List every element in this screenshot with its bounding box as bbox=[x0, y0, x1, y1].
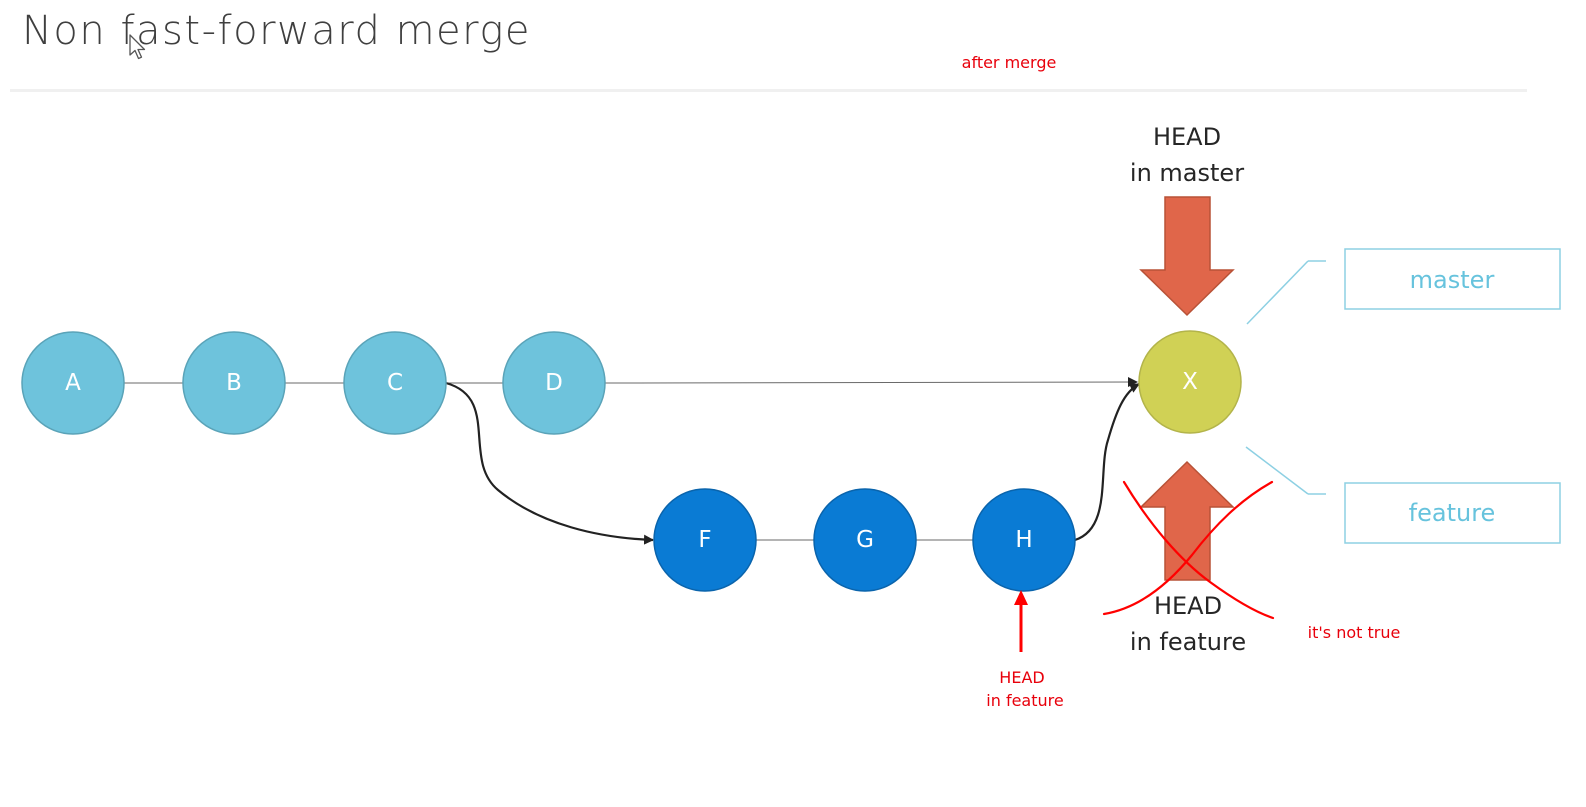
commit-d-label: D bbox=[545, 370, 563, 396]
feature-branch-box[interactable] bbox=[1344, 482, 1561, 544]
head-master-arrow-icon bbox=[1139, 196, 1235, 317]
head-feature-arrow-icon bbox=[1139, 460, 1235, 581]
head-feature-note-line2: in feature bbox=[986, 691, 1063, 710]
commit-b-label: B bbox=[226, 370, 242, 396]
commit-h-label: H bbox=[1015, 527, 1032, 553]
commit-g-label: G bbox=[856, 527, 874, 553]
mouse-cursor-icon bbox=[129, 34, 146, 60]
head-feature-red-arrow-icon bbox=[1014, 590, 1028, 605]
commit-d[interactable]: D bbox=[502, 331, 606, 435]
head-feature-line2: in feature bbox=[1130, 628, 1246, 656]
after-merge-note: after merge bbox=[962, 53, 1057, 72]
slide-title: Non fast-forward merge bbox=[22, 8, 532, 54]
commit-f-label: F bbox=[698, 527, 711, 553]
head-master-line1: HEAD bbox=[1153, 123, 1221, 151]
commit-f[interactable]: F bbox=[653, 488, 757, 592]
edge-c-f bbox=[445, 381, 654, 545]
master-branch-box[interactable] bbox=[1344, 248, 1561, 310]
commit-x[interactable]: X bbox=[1138, 330, 1242, 434]
commit-a-label: A bbox=[65, 370, 81, 396]
edge-h-x bbox=[1074, 383, 1140, 542]
feature-callout-line bbox=[1245, 446, 1309, 495]
feature-branch-label: feature bbox=[1409, 499, 1496, 527]
master-callout-line bbox=[1246, 260, 1309, 325]
commit-x-label: X bbox=[1182, 369, 1198, 395]
commit-g[interactable]: G bbox=[813, 488, 917, 592]
not-true-note: it's not true bbox=[1308, 623, 1401, 642]
master-branch-label: master bbox=[1410, 266, 1495, 294]
head-feature-note-line1: HEAD bbox=[999, 668, 1044, 687]
commit-h[interactable]: H bbox=[972, 488, 1076, 592]
commit-a[interactable]: A bbox=[21, 331, 125, 435]
commit-b[interactable]: B bbox=[182, 331, 286, 435]
edge-d-x bbox=[604, 377, 1138, 388]
commit-c-label: C bbox=[387, 370, 403, 396]
crossout-stroke-1 bbox=[1122, 480, 1275, 620]
crossout-stroke-2 bbox=[1102, 480, 1274, 616]
head-master-line2: in master bbox=[1130, 159, 1244, 187]
head-feature-line1: HEAD bbox=[1154, 592, 1222, 620]
title-divider bbox=[10, 89, 1527, 92]
commit-c[interactable]: C bbox=[343, 331, 447, 435]
